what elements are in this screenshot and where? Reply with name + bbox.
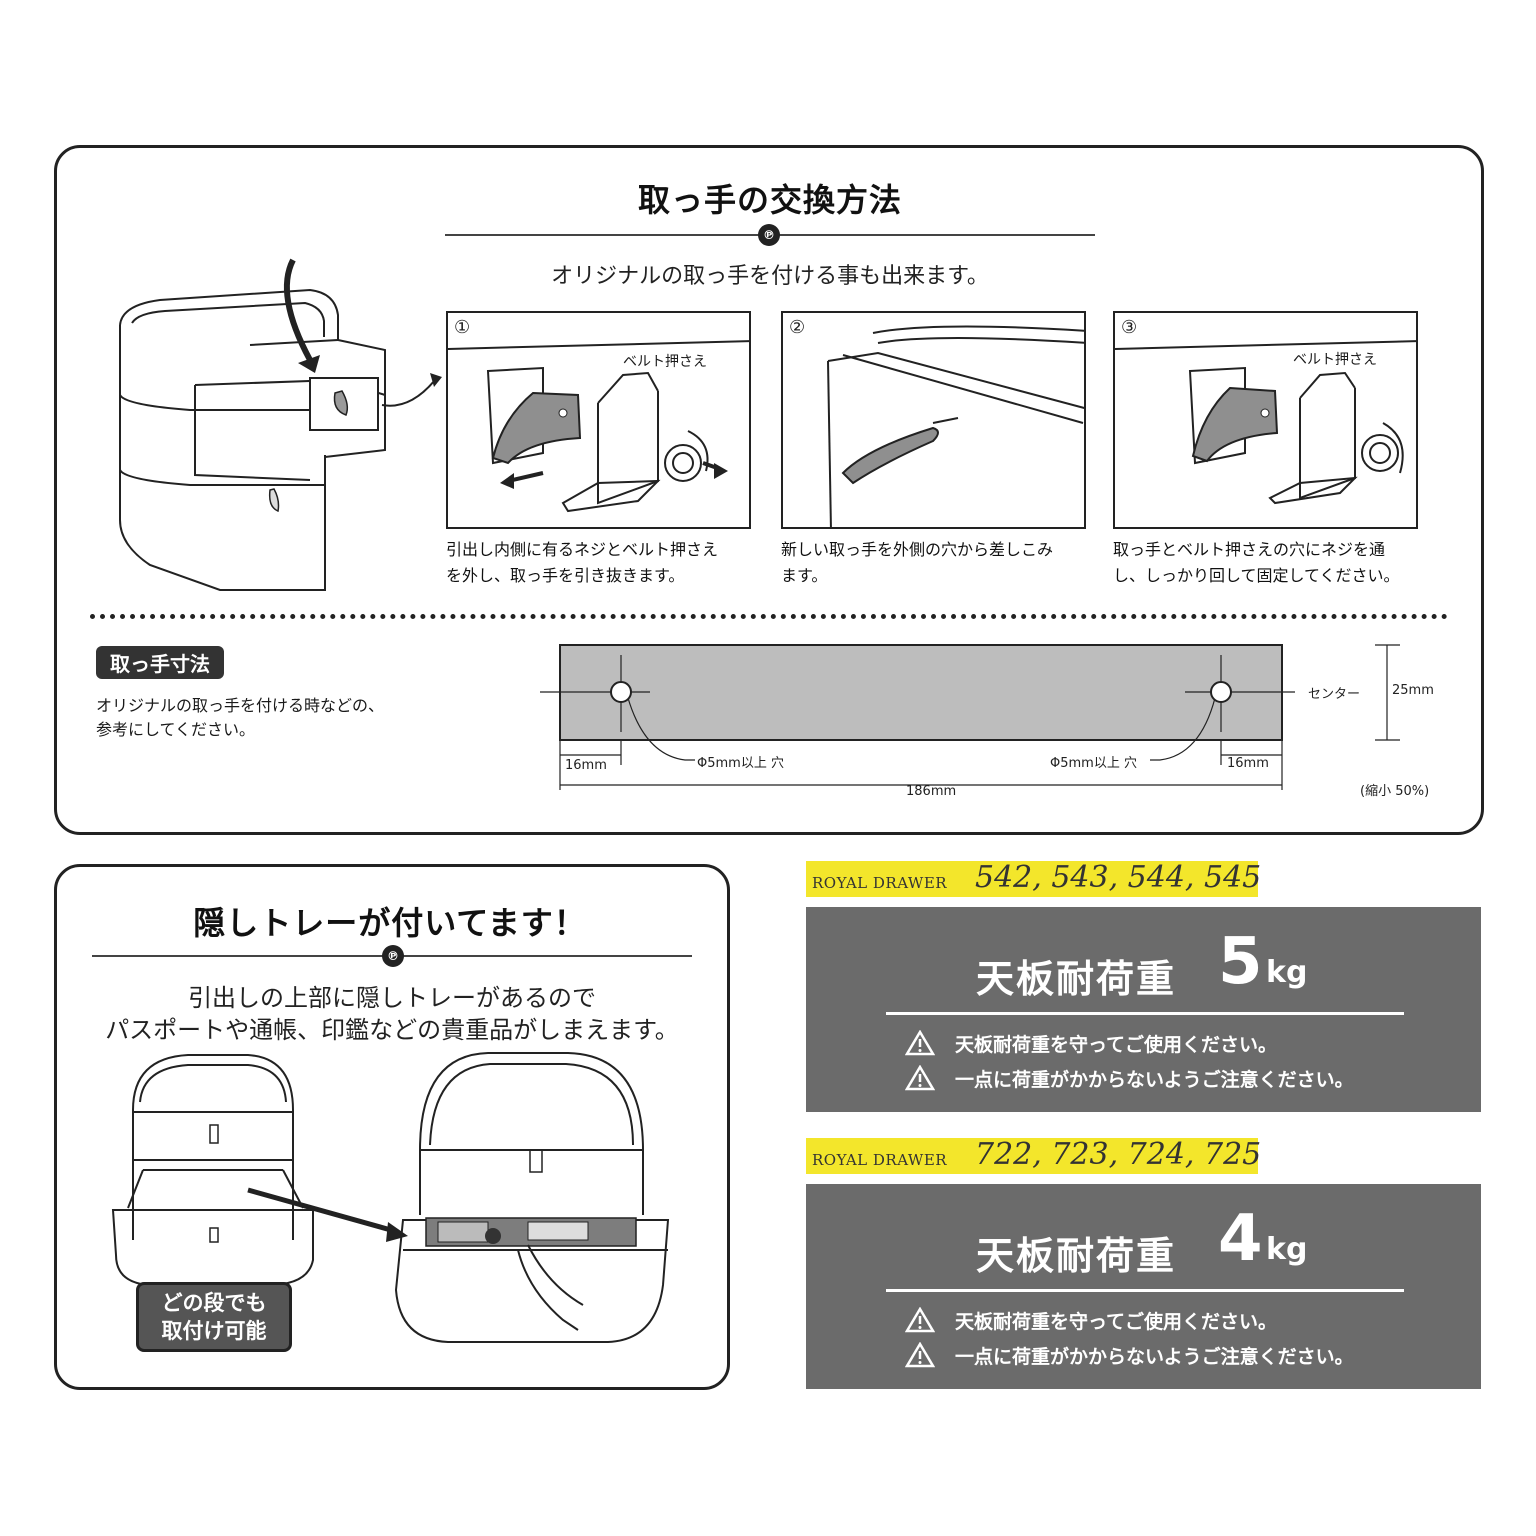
right-hole-label: Φ5mm以上 穴 (1050, 756, 1137, 771)
left-hole-label: Φ5mm以上 穴 (697, 756, 784, 771)
tray-section-title: 隠しトレーが付いてます！ (193, 904, 587, 942)
left-offset-label: 16mm (565, 758, 607, 773)
warning-text-2b: 一点に荷重がかからないようご注意ください。 (955, 1346, 1354, 1368)
brand-mark-icon: ℗ (758, 224, 780, 246)
height-label: 25mm (1392, 683, 1434, 698)
any-tier-badge-line-1: どの段でも (161, 1291, 267, 1315)
any-tier-badge: どの段でも 取付け可能 (136, 1282, 292, 1352)
brand-name-2: ROYAL DRAWER (812, 1151, 948, 1169)
step-3-number: ③ (1121, 317, 1138, 338)
warning-text-2a: 天板耐荷重を守ってご使用ください。 (955, 1311, 1278, 1333)
height-dimension-line (1375, 644, 1400, 741)
step-2-number: ② (789, 317, 806, 338)
step-2-drawing (827, 325, 1084, 527)
handle-section-title: 取っ手の交換方法 (637, 181, 902, 219)
warning-icon (905, 1065, 935, 1091)
belt-retainer-label-1: ベルト押さえ (623, 354, 707, 370)
warning-text-1a: 天板耐荷重を守ってご使用ください。 (955, 1034, 1278, 1056)
brand-name-1: ROYAL DRAWER (812, 874, 948, 892)
step-1-drawing (448, 340, 749, 513)
tray-caption-line-2: パスポートや通帳、印鑑などの貴重品がしまえます。 (105, 1016, 679, 1044)
handle-section-subtitle: オリジナルの取っ手を付ける事も出来ます。 (551, 264, 989, 289)
tray-caption-line-1: 引出しの上部に隠しトレーがあるので (188, 984, 596, 1012)
load-unit-1: kg (1266, 955, 1308, 990)
step-3-caption-line-1: 取っ手とベルト押さえの穴にネジを通 (1113, 540, 1386, 559)
step-2-caption-line-1: 新しい取っ手を外側の穴から差しこみ (781, 540, 1054, 559)
drawer-overview-illustration (119, 258, 442, 591)
any-tier-badge-line-2: 取付け可能 (161, 1319, 267, 1343)
total-width-label: 186mm (906, 784, 957, 799)
model-highlight-1 (806, 861, 1258, 897)
model-highlight-2 (806, 1138, 1258, 1174)
load-unit-2: kg (1266, 1232, 1308, 1267)
handle-dimension-tag: 取っ手寸法 (96, 646, 224, 679)
warning-icon (905, 1030, 935, 1056)
warning-icon (905, 1342, 935, 1368)
step-2-caption-line-2: ます。 (781, 566, 828, 585)
right-offset-label: 16mm (1227, 756, 1269, 771)
warning-text-1b: 一点に荷重がかからないようご注意ください。 (955, 1069, 1354, 1091)
step-3-caption-line-2: し、しっかり回して固定してください。 (1113, 566, 1400, 585)
step-1-number: ① (454, 317, 471, 338)
tray-brand-mark-icon: ℗ (382, 945, 404, 967)
load-value-2: 4 (1218, 1202, 1263, 1276)
section-divider (90, 614, 1448, 619)
load-rule-2 (886, 1289, 1404, 1292)
model-numbers-1: 542, 543, 544, 545 (975, 860, 1262, 895)
belt-retainer-label-3: ベルト押さえ (1293, 352, 1377, 368)
scale-note: (縮小 50%) (1360, 784, 1430, 799)
step-3-drawing (1115, 340, 1416, 505)
center-label: センター (1308, 687, 1361, 702)
step-1-caption-line-1: 引出し内側に有るネジとベルト押さえ (446, 540, 719, 559)
step-2-illustration: ② (781, 311, 1086, 529)
load-heading-2: 天板耐荷重 (976, 1234, 1177, 1278)
handle-dimension-diagram (540, 644, 1295, 790)
model-numbers-2: 722, 723, 724, 725 (975, 1137, 1262, 1172)
dimension-note-line-1: オリジナルの取っ手を付ける時などの、 (96, 696, 385, 715)
warning-icon (905, 1307, 935, 1333)
step-1-caption-line-2: を外し、取っ手を引き抜きます。 (446, 566, 685, 585)
step-3-illustration: ③ ベルト押さえ (1113, 311, 1418, 529)
load-value-1: 5 (1218, 925, 1263, 999)
step-1-illustration: ① ベルト押さえ (446, 311, 751, 529)
dimension-note-line-2: 参考にしてください。 (96, 720, 256, 739)
load-spec-panel-1 (806, 907, 1481, 1112)
load-rule-1 (886, 1012, 1404, 1015)
load-spec-panel-2 (806, 1184, 1481, 1389)
tray-illustration (111, 1052, 670, 1343)
load-heading-1: 天板耐荷重 (976, 957, 1177, 1001)
